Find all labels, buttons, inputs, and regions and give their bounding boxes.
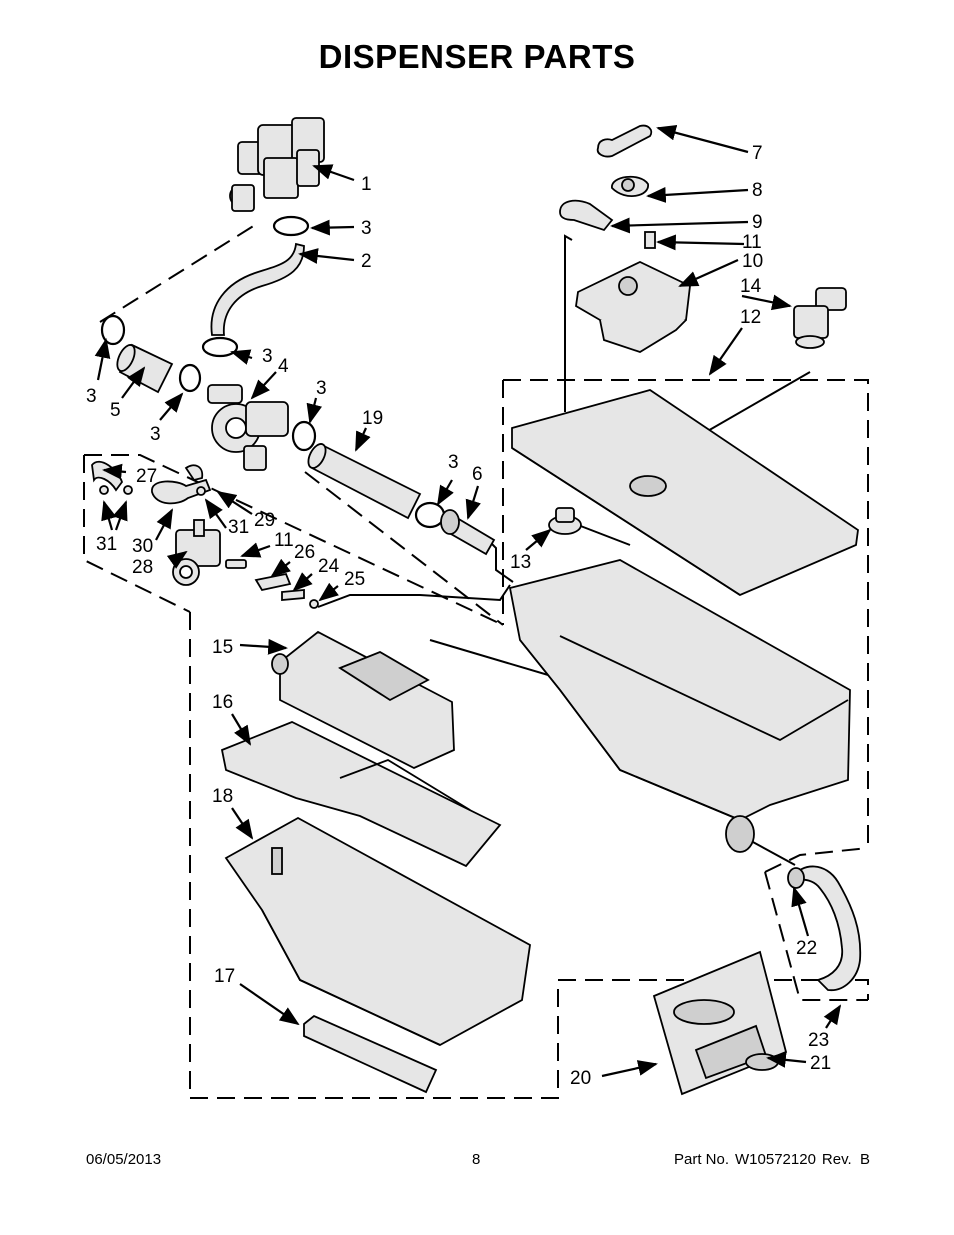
callout-28: 28 — [132, 557, 153, 578]
dashed-group-outlines — [83, 224, 869, 1099]
main-housing-outline — [503, 379, 869, 848]
float-switch-part — [793, 287, 847, 349]
callout-3-c: 3 — [86, 386, 97, 407]
callout-27: 27 — [136, 466, 157, 487]
long-tube-part — [307, 443, 422, 520]
callout-3-f: 3 — [448, 452, 459, 473]
callout-arrows — [94, 124, 842, 1078]
callout-24: 24 — [318, 556, 340, 577]
callout-9: 9 — [752, 212, 763, 233]
callout-12: 12 — [740, 307, 761, 328]
leader-wire-to-housing — [317, 584, 511, 608]
callout-14: 14 — [740, 276, 762, 297]
drain-hose-outline — [764, 847, 869, 873]
callout-labels: 1 3 2 3 4 3 5 3 3 19 3 6 7 8 9 11 10 14 … — [86, 143, 831, 1089]
small-valve-assembly-parts — [91, 460, 221, 586]
callout-7: 7 — [752, 143, 763, 164]
callout-31-a: 31 — [96, 534, 117, 555]
dispenser-cup-part — [271, 630, 455, 769]
drawer-insert-part — [220, 721, 502, 868]
callout-3-a: 3 — [361, 218, 372, 239]
valve-assembly-outline — [83, 455, 191, 613]
drawer-handle-part — [652, 950, 788, 1096]
callout-13: 13 — [510, 552, 531, 573]
callout-1: 1 — [361, 174, 372, 195]
callout-21: 21 — [810, 1053, 831, 1074]
callout-3-b: 3 — [262, 346, 273, 367]
dispenser-housing-part — [508, 559, 851, 853]
callout-19: 19 — [362, 408, 383, 429]
callout-17: 17 — [214, 966, 235, 987]
footer-part-info: Part No. W10572120 Rev. B — [668, 1151, 870, 1168]
leader-housing-to-drawer — [429, 639, 566, 681]
footer-revision: Rev. B — [821, 1151, 870, 1168]
diverter-part — [207, 384, 289, 471]
callout-20: 20 — [570, 1068, 591, 1089]
footer-part-prefix: Part No. — [673, 1151, 730, 1168]
footer-page-number: 8 — [472, 1151, 481, 1168]
callout-25: 25 — [344, 569, 365, 590]
screw-connector-parts — [225, 559, 319, 609]
inlet-hose-outline — [99, 224, 256, 323]
callout-18: 18 — [212, 786, 233, 807]
callout-6: 6 — [472, 464, 483, 485]
leader-valve-to-housing — [564, 234, 573, 412]
nut-part — [548, 507, 582, 535]
motor-bracket-part — [575, 231, 691, 353]
drain-hose-outline-bottom — [764, 871, 868, 1001]
callout-3-e: 3 — [316, 378, 327, 399]
dispenser-top-cover-part — [511, 389, 859, 597]
lower-tray-outline — [189, 612, 869, 1099]
callout-4: 4 — [278, 356, 289, 377]
callout-29: 29 — [254, 510, 275, 531]
callout-10: 10 — [742, 251, 763, 272]
callout-2: 2 — [361, 251, 372, 272]
callout-11-b: 11 — [274, 530, 294, 551]
valve-assembly-outline-top — [84, 454, 504, 626]
callout-23: 23 — [808, 1030, 829, 1051]
callout-8: 8 — [752, 180, 763, 201]
leader-nut-to-housing — [577, 524, 631, 546]
lid-component-parts — [559, 124, 653, 232]
drawer-strip-part — [303, 1014, 438, 1094]
hose-clamp-parts — [100, 215, 446, 529]
inlet-nozzle-part — [440, 509, 496, 556]
footer-date: 06/05/2013 — [86, 1151, 162, 1168]
callout-22: 22 — [796, 938, 817, 959]
page-title: DISPENSER PARTS — [318, 38, 636, 75]
callout-26: 26 — [294, 542, 315, 563]
callout-11-a: 11 — [742, 232, 762, 253]
housing-to-tray-outline — [304, 471, 504, 626]
callout-16: 16 — [212, 692, 233, 713]
callout-30: 30 — [132, 536, 153, 557]
water-valve-part — [229, 117, 325, 212]
leader-lines — [317, 234, 811, 866]
callout-5: 5 — [110, 400, 121, 421]
footer-part-number: W10572120 — [735, 1151, 816, 1168]
tube-part — [116, 343, 174, 394]
callout-15: 15 — [212, 637, 233, 658]
drain-hose-part — [787, 865, 862, 991]
callout-3-d: 3 — [150, 424, 161, 445]
callout-31-b: 31 — [228, 517, 249, 538]
drawer-body-part — [224, 816, 531, 1047]
inlet-hose-part — [210, 242, 305, 336]
